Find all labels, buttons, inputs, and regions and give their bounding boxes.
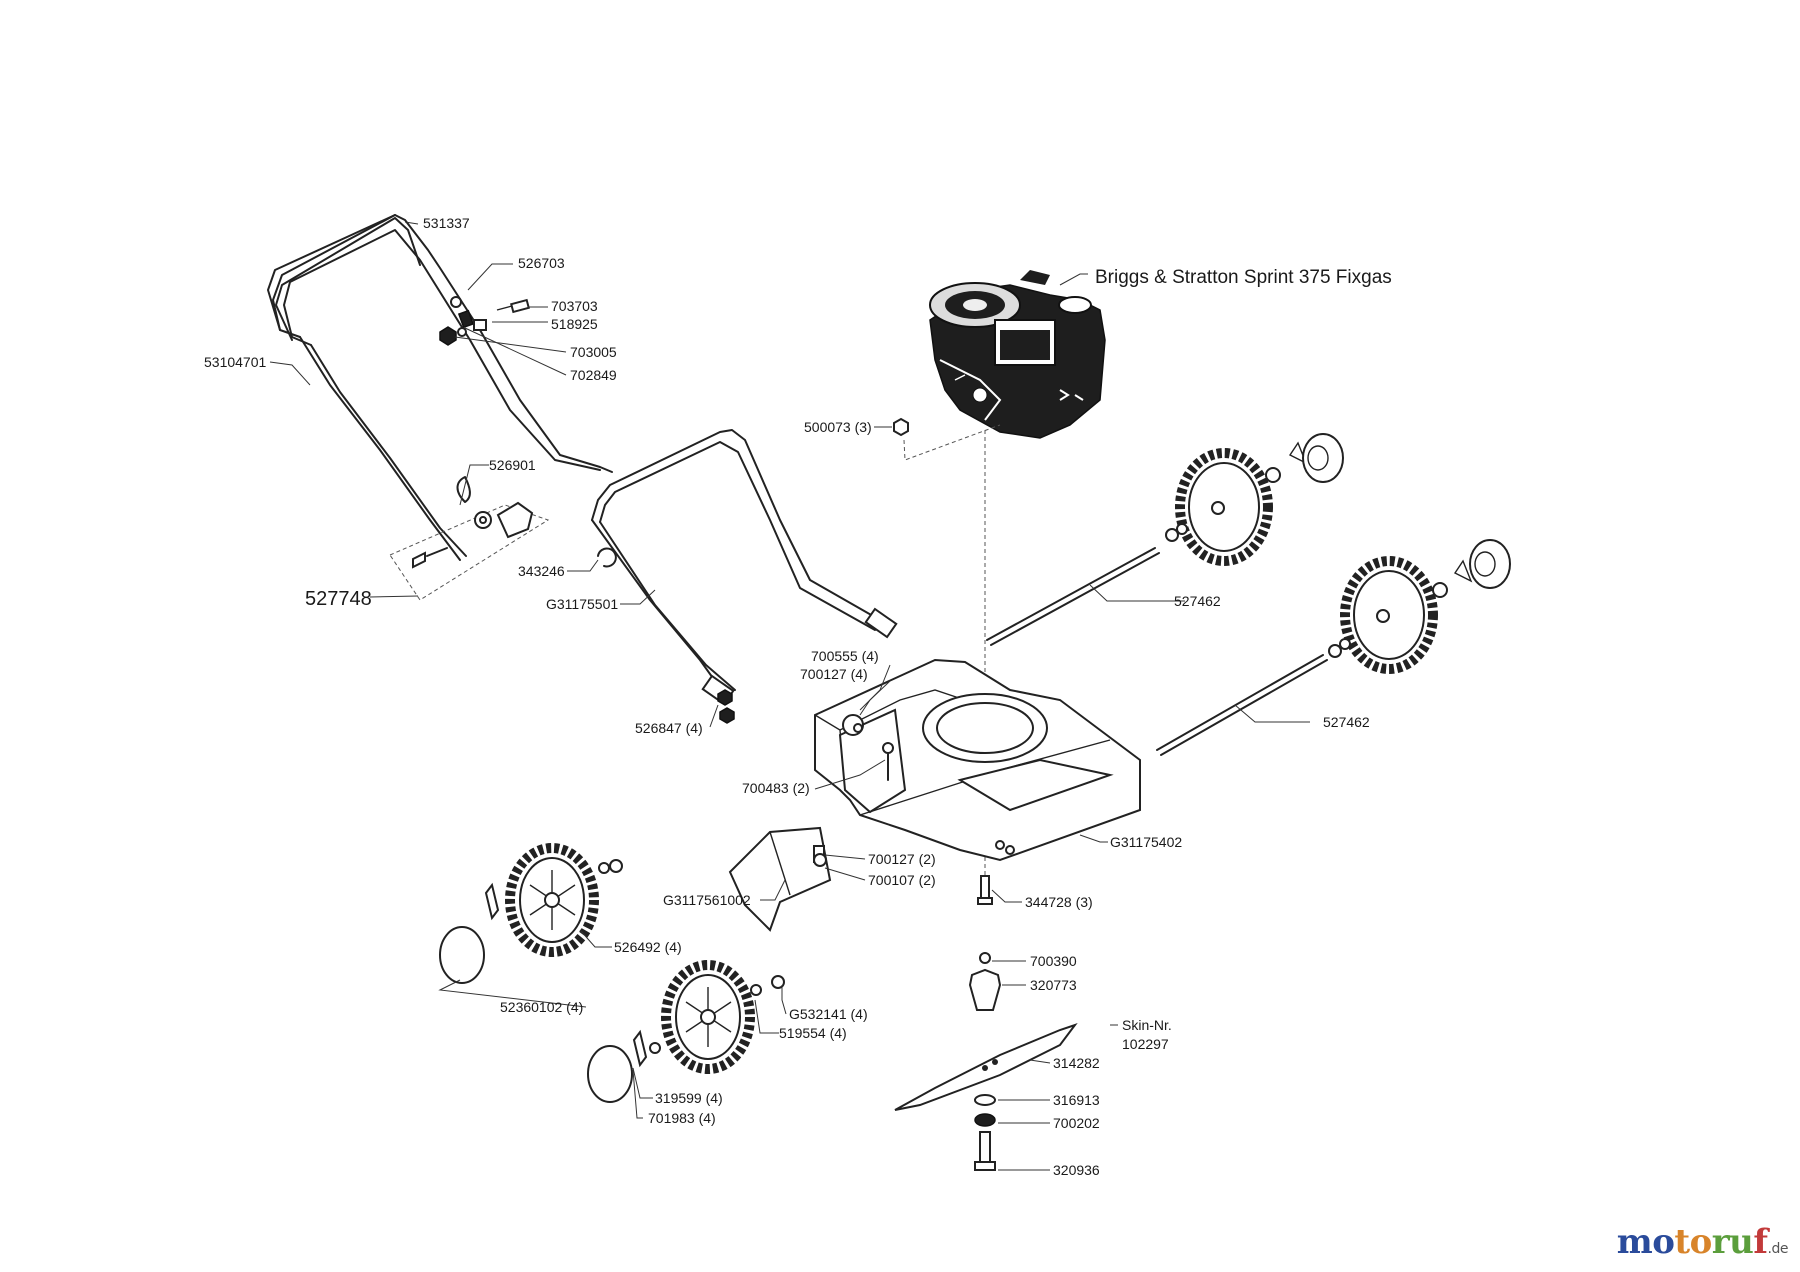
label-320773: 320773: [1030, 977, 1077, 993]
label-700127-upper: 700127 (4): [800, 666, 868, 682]
label-316913: 316913: [1053, 1092, 1100, 1108]
handle-top-bar: [275, 217, 421, 341]
engine-bolt: [893, 417, 1001, 461]
label-526901: 526901: [489, 457, 536, 473]
blade-assembly: [894, 952, 1078, 1171]
label-702849: 702849: [570, 367, 617, 383]
label-531337: 531337: [423, 215, 470, 231]
label-G31175501: G31175501: [546, 596, 618, 612]
label-700555: 700555 (4): [811, 648, 879, 664]
label-527462-upper: 527462: [1174, 593, 1221, 609]
rear-wheel-lower: [1328, 539, 1511, 674]
label-319599: 319599 (4): [655, 1090, 723, 1106]
label-G3117561002: G3117561002: [663, 892, 751, 908]
rear-wheel-upper: [1165, 433, 1344, 566]
label-52360102: 52360102 (4): [500, 999, 583, 1015]
label-700483: 700483 (2): [742, 780, 810, 796]
label-344728: 344728 (3): [1025, 894, 1093, 910]
deck-bolt: [882, 742, 894, 781]
discharge-flap: [728, 826, 832, 932]
label-102297: 102297: [1122, 1036, 1169, 1052]
front-wheel-lower: [587, 960, 785, 1103]
engine-label: Briggs & Stratton Sprint 375 Fixgas: [1095, 267, 1392, 288]
label-500073: 500073 (3): [804, 419, 872, 435]
label-700390: 700390: [1030, 953, 1077, 969]
label-526703: 526703: [518, 255, 565, 271]
deck-screw: [977, 875, 993, 905]
rear-axle-lower: [1156, 654, 1328, 756]
front-wheel-upper: [439, 843, 623, 984]
label-518925: 518925: [551, 316, 598, 332]
label-527462-lower: 527462: [1323, 714, 1370, 730]
label-700107: 700107 (2): [868, 872, 936, 888]
label-700202: 700202: [1053, 1115, 1100, 1131]
label-343246: 343246: [518, 563, 565, 579]
label-320936: 320936: [1053, 1162, 1100, 1178]
label-700127-lower: 700127 (2): [868, 851, 936, 867]
label-314282: 314282: [1053, 1055, 1100, 1071]
nuts: [717, 689, 735, 724]
label-703005: 703005: [570, 344, 617, 360]
label-skin-nr: Skin-Nr.: [1122, 1017, 1172, 1033]
rear-axle-upper: [986, 547, 1160, 646]
mower-deck: [814, 658, 1141, 862]
upper-handle-part: [267, 214, 613, 561]
label-53104701: 53104701: [204, 354, 267, 370]
knob-hardware: [439, 296, 530, 346]
engine: [929, 270, 1106, 439]
leader-lines: [269, 221, 1310, 1171]
label-527748: 527748: [305, 588, 372, 610]
label-703703: 703703: [551, 298, 598, 314]
lower-handle-part: [591, 429, 898, 706]
label-526492: 526492 (4): [614, 939, 682, 955]
clamp-assembly: [389, 476, 550, 601]
label-526847: 526847 (4): [635, 720, 703, 736]
label-519554: 519554 (4): [779, 1025, 847, 1041]
label-701983: 701983 (4): [648, 1110, 716, 1126]
brand-logo: motoruf.de: [1616, 1222, 1789, 1262]
part-labels: Briggs & Stratton Sprint 375 Fixgas 5313…: [204, 215, 1392, 1178]
snap-ring: [597, 547, 617, 568]
label-G532141: G532141 (4): [789, 1006, 868, 1022]
label-G31175402: G31175402: [1110, 834, 1182, 850]
